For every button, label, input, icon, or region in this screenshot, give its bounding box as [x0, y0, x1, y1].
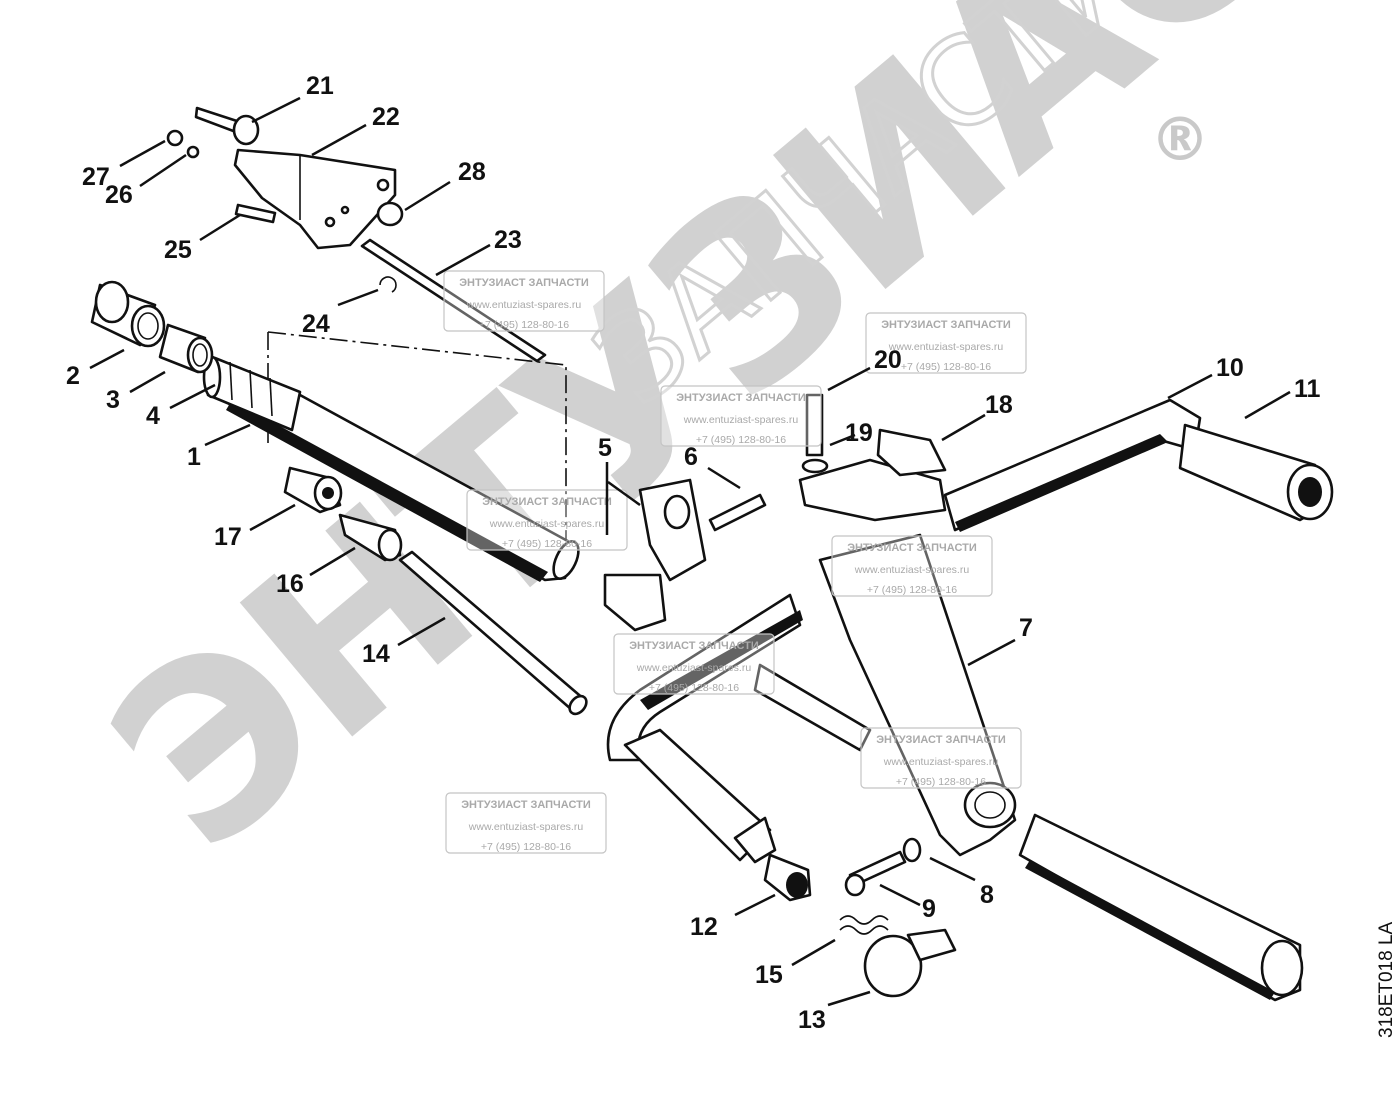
callout-10: 10 — [1216, 354, 1244, 382]
svg-text:www.entuziast-spares.ru: www.entuziast-spares.ru — [489, 518, 605, 530]
part-16-ferrule — [338, 513, 403, 562]
svg-text:ЭНТУЗИАСТ ЗАПЧАСТИ: ЭНТУЗИАСТ ЗАПЧАСТИ — [847, 542, 977, 554]
part-2-sleeve — [90, 280, 166, 348]
svg-text:ЭНТУЗИАСТ ЗАПЧАСТИ: ЭНТУЗИАСТ ЗАПЧАСТИ — [459, 277, 589, 289]
callout-26: 26 — [105, 181, 133, 209]
callout-20: 20 — [874, 346, 902, 374]
stamp-box: ЭНТУЗИАСТ ЗАПЧАСТИ www.entuziast-spares.… — [865, 312, 1027, 374]
svg-text:www.entuziast-spares.ru: www.entuziast-spares.ru — [466, 299, 582, 311]
leader-lines — [89, 96, 1291, 1007]
part-27-nut — [166, 129, 184, 147]
part-24-clip — [379, 276, 397, 293]
svg-text:www.entuziast-spares.ru: www.entuziast-spares.ru — [854, 564, 970, 576]
callout-23: 23 — [494, 226, 522, 254]
callout-11: 11 — [1294, 375, 1321, 403]
callout-25: 25 — [164, 236, 192, 264]
part-8-washer — [902, 837, 922, 863]
callout-16: 16 — [276, 570, 304, 598]
callout-28: 28 — [458, 158, 486, 186]
drawing-reference: 318ET018 LA — [1376, 921, 1397, 1038]
svg-text:www.entuziast-spares.ru: www.entuziast-spares.ru — [636, 662, 752, 674]
svg-text:ЭНТУЗИАСТ ЗАПЧАСТИ: ЭНТУЗИАСТ ЗАПЧАСТИ — [461, 799, 591, 811]
stamp-box: ЭНТУЗИАСТ ЗАПЧАСТИ www.entuziast-spares.… — [660, 385, 822, 447]
svg-text:ЭНТУЗИАСТ ЗАПЧАСТИ: ЭНТУЗИАСТ ЗАПЧАСТИ — [881, 319, 1011, 331]
svg-text:www.entuziast-spares.ru: www.entuziast-spares.ru — [888, 341, 1004, 353]
part-7-support-arm — [753, 533, 1017, 857]
callout-12: 12 — [690, 913, 718, 941]
callout-14: 14 — [362, 640, 390, 668]
callout-21: 21 — [306, 72, 334, 100]
part-15-spring — [839, 915, 889, 935]
callout-5: 5 — [598, 434, 612, 462]
svg-text:ЭНТУЗИАСТ ЗАПЧАСТИ: ЭНТУЗИАСТ ЗАПЧАСТИ — [876, 734, 1006, 746]
svg-text:www.entuziast-spares.ru: www.entuziast-spares.ru — [683, 414, 799, 426]
callout-27: 27 — [82, 163, 110, 191]
svg-text:www.entuziast-spares.ru: www.entuziast-spares.ru — [468, 821, 584, 833]
callouts: 21 22 27 26 28 25 23 24 2 3 4 1 17 16 14… — [66, 72, 1321, 1034]
svg-text:+7 (495) 128-80-16: +7 (495) 128-80-16 — [696, 434, 786, 446]
callout-3: 3 — [106, 386, 120, 414]
part-21-screw — [194, 106, 260, 146]
part-14-rod — [398, 550, 588, 716]
part-10-handlebar — [606, 398, 1202, 762]
callout-18: 18 — [985, 391, 1013, 419]
lower-tube — [1018, 813, 1304, 1002]
callout-2: 2 — [66, 362, 80, 390]
callout-13: 13 — [798, 1006, 826, 1034]
stamp-box: ЭНТУЗИАСТ ЗАПЧАСТИ www.entuziast-spares.… — [466, 489, 628, 551]
stamp-box: ЭНТУЗИАСТ ЗАПЧАСТИ www.entuziast-spares.… — [613, 633, 775, 695]
part-22-bracket — [233, 148, 397, 250]
part-3-bearing — [158, 323, 214, 374]
svg-text:+7 (495) 128-80-16: +7 (495) 128-80-16 — [901, 361, 991, 373]
part-20-bolt — [805, 393, 824, 457]
callout-8: 8 — [980, 881, 994, 909]
callout-15: 15 — [755, 961, 783, 989]
part-6-bolt — [708, 493, 767, 532]
svg-text:+7 (495) 128-80-16: +7 (495) 128-80-16 — [649, 682, 739, 694]
svg-text:+7 (495) 128-80-16: +7 (495) 128-80-16 — [479, 319, 569, 331]
part-28-bolt — [376, 201, 404, 227]
svg-text:ЭНТУЗИАСТ ЗАПЧАСТИ: ЭНТУЗИАСТ ЗАПЧАСТИ — [629, 640, 759, 652]
callout-22: 22 — [372, 103, 400, 131]
callout-4: 4 — [146, 402, 160, 430]
svg-text:+7 (495) 128-80-16: +7 (495) 128-80-16 — [896, 776, 986, 788]
callout-19: 19 — [845, 419, 873, 447]
stamp-box: ЭНТУЗИАСТ ЗАПЧАСТИ www.entuziast-spares.… — [860, 727, 1022, 789]
left-grip — [623, 728, 777, 864]
part-17-nut — [283, 466, 343, 514]
part-18-clamp — [798, 428, 947, 522]
part-25-pin — [234, 203, 277, 224]
callout-7: 7 — [1019, 614, 1033, 642]
svg-text:ЭНТУЗИАСТ ЗАПЧАСТИ: ЭНТУЗИАСТ ЗАПЧАСТИ — [482, 496, 612, 508]
stamp-box: ЭНТУЗИАСТ ЗАПЧАСТИ www.entuziast-spares.… — [443, 270, 605, 332]
callout-9: 9 — [922, 895, 936, 923]
part-11-grip — [1178, 423, 1334, 522]
svg-text:+7 (495) 128-80-16: +7 (495) 128-80-16 — [502, 538, 592, 550]
svg-text:+7 (495) 128-80-16: +7 (495) 128-80-16 — [867, 584, 957, 596]
svg-text:+7 (495) 128-80-16: +7 (495) 128-80-16 — [481, 841, 571, 853]
part-9-screw — [844, 850, 907, 897]
svg-text:www.entuziast-spares.ru: www.entuziast-spares.ru — [883, 756, 999, 768]
part-12-cap — [763, 853, 812, 902]
callout-1: 1 — [187, 443, 201, 471]
svg-text:ЭНТУЗИАСТ ЗАПЧАСТИ: ЭНТУЗИАСТ ЗАПЧАСТИ — [676, 392, 806, 404]
part-5-clamp — [603, 478, 707, 632]
part-4-splined-shaft — [202, 355, 302, 432]
stamp-box: ЭНТУЗИАСТ ЗАПЧАСТИ www.entuziast-spares.… — [831, 535, 993, 597]
callout-24: 24 — [302, 310, 330, 338]
stamp-box: ЭНТУЗИАСТ ЗАПЧАСТИ www.entuziast-spares.… — [445, 792, 607, 854]
watermark-registered-mark: ® — [1150, 105, 1210, 175]
part-13-knob — [863, 928, 957, 998]
part-19-washer — [801, 458, 829, 474]
callout-6: 6 — [684, 443, 698, 471]
part-26-washer — [186, 145, 200, 159]
callout-17: 17 — [214, 523, 242, 551]
